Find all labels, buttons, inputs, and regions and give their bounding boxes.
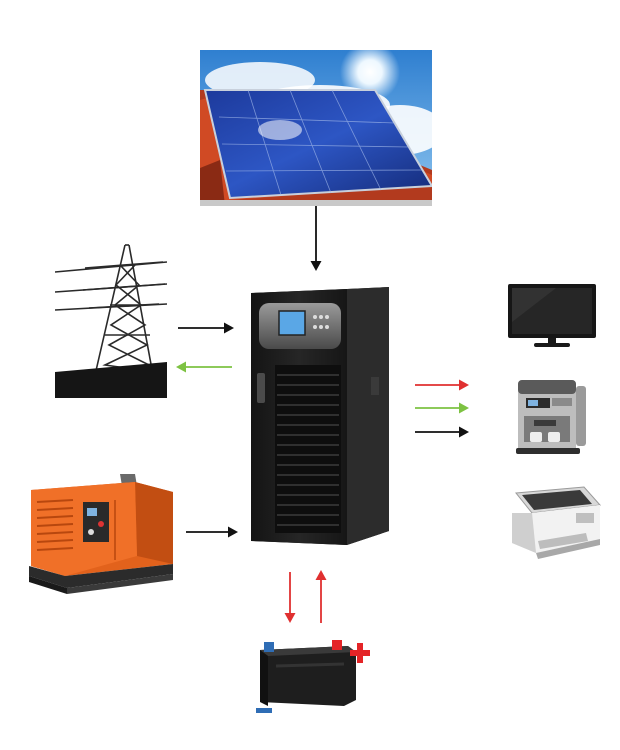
television-node	[506, 282, 598, 350]
television-icon	[508, 284, 596, 347]
coffee-machine-icon	[516, 380, 586, 454]
diesel-generator-icon	[29, 474, 173, 594]
flow-arrow-solar-to-inverter	[310, 206, 322, 271]
diesel-generator-node	[25, 472, 175, 594]
flow-arrow-inverter-to-loads	[415, 426, 469, 438]
printer-node	[506, 483, 602, 563]
solar-panel-icon	[200, 50, 432, 206]
battery-negative-mark	[256, 708, 272, 713]
flow-arrow-inverter-to-battery	[284, 572, 296, 623]
printer-icon	[512, 486, 602, 559]
inverter-cabinet-icon	[251, 287, 389, 545]
power-pylon-node	[55, 240, 167, 398]
solar-panel-node	[200, 50, 432, 206]
flow-arrow-grid-to-inverter	[178, 322, 234, 334]
flow-arrow-inverter-to-grid	[176, 361, 232, 373]
flow-arrow-generator-to-inverter	[186, 526, 238, 538]
battery-icon	[256, 640, 370, 713]
inverter-cabinet-node	[247, 285, 390, 550]
power-pylon-icon	[55, 244, 167, 398]
coffee-machine-node	[512, 376, 590, 458]
battery-node	[252, 636, 374, 716]
flow-arrow-inverter-to-loads	[415, 402, 469, 414]
flow-arrow-inverter-to-loads	[415, 379, 469, 391]
battery-positive-mark	[350, 643, 370, 663]
flow-arrow-battery-to-inverter	[315, 570, 327, 623]
